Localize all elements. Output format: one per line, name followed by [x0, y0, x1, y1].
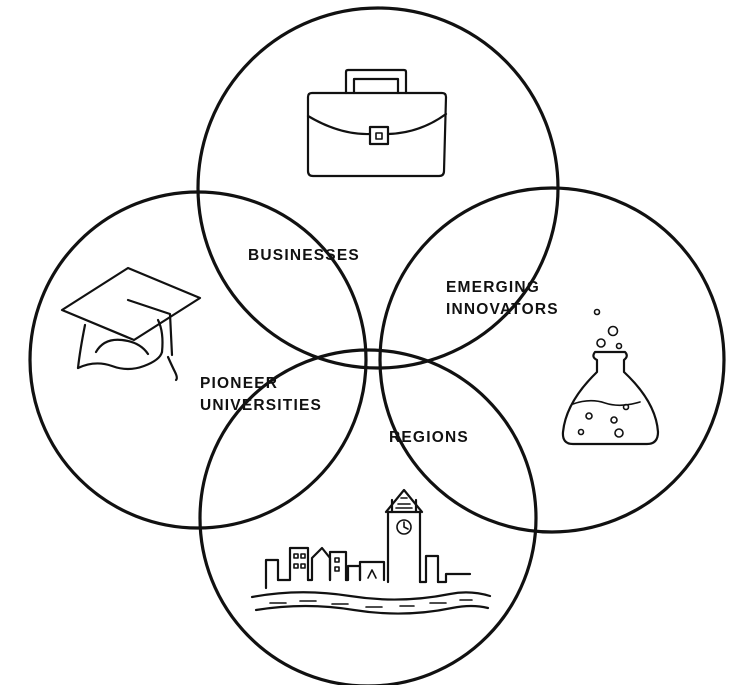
circle-regions: [198, 348, 538, 685]
label-businesses-line1: BUSINESSES: [248, 247, 360, 264]
label-regions: REGIONS: [389, 429, 469, 446]
label-regions-line1: REGIONS: [389, 429, 469, 446]
label-emerging-innovators-line2: INNOVATORS: [446, 301, 559, 318]
label-pioneer-universities: PIONEER UNIVERSITIES: [200, 375, 322, 414]
circle-emerging-innovators: [378, 186, 726, 534]
flask-icon: [561, 308, 660, 446]
graduation-cap-icon: [60, 266, 202, 382]
label-pioneer-universities-line2: UNIVERSITIES: [200, 397, 322, 414]
label-businesses: BUSINESSES: [248, 247, 360, 264]
label-emerging-innovators: EMERGING INNOVATORS: [446, 279, 559, 318]
label-emerging-innovators-line1: EMERGING: [446, 279, 540, 296]
briefcase-icon: [306, 68, 448, 178]
city-skyline-icon: [250, 488, 492, 615]
label-pioneer-universities-line1: PIONEER: [200, 375, 278, 392]
circle-pioneer-universities: [28, 190, 368, 530]
